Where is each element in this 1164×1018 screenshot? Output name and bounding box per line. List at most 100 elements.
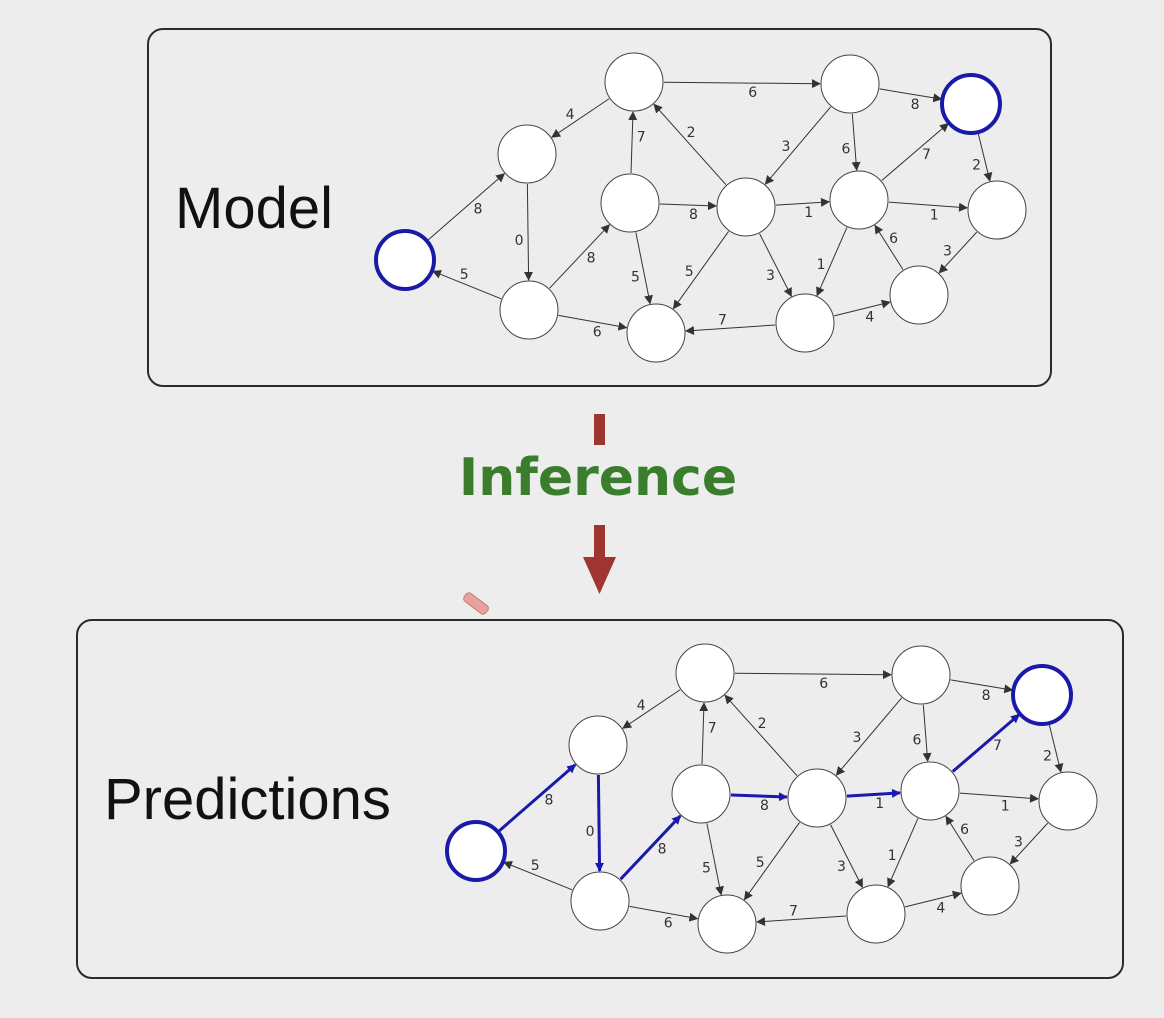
edge-label-C-F: 6 (593, 325, 602, 341)
nodes (374, 52, 1027, 363)
edge-G-F (743, 822, 800, 901)
edge-label-J-N: 1 (1001, 798, 1010, 814)
terminal-node-M (940, 73, 1002, 135)
edge-label-G-D: 2 (758, 716, 767, 732)
edge-M-N (977, 133, 993, 182)
edge-label-G-I: 3 (837, 859, 846, 875)
edge-label-K-G: 3 (781, 139, 790, 155)
edge-G-I (830, 824, 863, 889)
edge-J-M (951, 713, 1021, 773)
edge-J-N (959, 792, 1039, 803)
edge-J-N (888, 201, 968, 212)
graph-node-H (960, 856, 1020, 916)
graph-node-J (900, 761, 960, 821)
edge-I-F (756, 915, 847, 926)
edge-K-M (950, 679, 1014, 694)
edge-label-E-D: 7 (708, 721, 717, 737)
graph-node-N (1038, 771, 1098, 831)
edge-E-G (659, 201, 717, 211)
edge-label-K-G: 3 (852, 730, 861, 746)
graph-node-F (697, 894, 757, 954)
edge-label-J-M: 7 (993, 738, 1002, 754)
edge-label-K-M: 8 (982, 688, 991, 704)
terminal-node-A (445, 820, 507, 882)
edge-K-J (922, 704, 932, 762)
edge-G-I (759, 233, 792, 298)
edge-label-I-F: 7 (789, 904, 798, 920)
edge-label-D-K: 6 (819, 676, 828, 692)
edge-label-J-M: 7 (922, 147, 931, 163)
edge-label-J-N: 1 (930, 207, 939, 223)
graph-node-I (775, 293, 835, 353)
flow-arrow-top-bar (594, 414, 605, 445)
model-panel: Model (147, 28, 1052, 387)
edge-label-G-J: 1 (875, 796, 884, 812)
edge-label-I-H: 4 (936, 900, 945, 916)
inference-label: Inference (458, 448, 738, 508)
edge-C-A (502, 861, 573, 891)
edge-label-G-F: 5 (685, 264, 694, 280)
edge-label-E-D: 7 (637, 130, 646, 146)
graph-node-H (889, 265, 949, 325)
edge-label-C-A: 5 (460, 267, 469, 283)
edge-D-K (663, 79, 821, 89)
edge-C-E (549, 224, 611, 289)
edge-E-D (628, 111, 638, 174)
edge-label-J-I: 1 (888, 848, 897, 864)
edge-E-D (699, 702, 709, 765)
edge-K-J (851, 113, 861, 171)
edge-label-H-J: 6 (960, 822, 969, 838)
edge-label-G-I: 3 (766, 268, 775, 284)
edge-G-F (672, 231, 729, 310)
edge-D-B (622, 689, 681, 729)
edge-I-H (834, 299, 891, 317)
graph-node-E (671, 764, 731, 824)
edge-label-E-G: 8 (689, 207, 698, 223)
graph-node-N (967, 180, 1027, 240)
edge-G-J (775, 197, 830, 207)
edge-label-N-H: 3 (1014, 835, 1023, 851)
graph-node-D (675, 643, 735, 703)
edge-label-C-E: 8 (587, 250, 596, 266)
edge-K-G (764, 106, 832, 185)
edge-B-C (524, 183, 534, 281)
edge-K-M (879, 88, 943, 103)
edge-label-C-A: 5 (531, 858, 540, 874)
edge-G-J (846, 788, 901, 798)
edge-label-K-M: 8 (911, 97, 920, 113)
edge-label-M-N: 2 (1043, 748, 1052, 764)
graph-node-J (829, 170, 889, 230)
flow-arrow-bottom-shaft (594, 525, 605, 559)
edge-label-D-B: 4 (566, 107, 575, 123)
edge-H-J (945, 815, 975, 861)
graph-node-K (891, 645, 951, 705)
graph-node-K (820, 54, 880, 114)
edge-D-K (734, 670, 892, 680)
edge-label-M-N: 2 (972, 157, 981, 173)
graph-node-B (568, 715, 628, 775)
edge-label-B-C: 0 (515, 233, 524, 249)
edge-label-E-G: 8 (760, 798, 769, 814)
edge-C-F (629, 905, 699, 922)
edge-label-K-J: 6 (913, 732, 922, 748)
edge-label-E-F: 5 (702, 860, 711, 876)
graph-node-E (600, 173, 660, 233)
edge-N-H (938, 231, 978, 274)
edge-label-A-B: 8 (545, 792, 554, 808)
edge-I-F (685, 324, 776, 335)
edge-E-F (706, 823, 724, 896)
edge-C-A (431, 270, 502, 300)
edge-label-I-H: 4 (865, 309, 874, 325)
edge-J-I (816, 227, 848, 297)
model-title: Model (175, 176, 333, 241)
edge-label-B-C: 0 (586, 824, 595, 840)
edge-A-B (427, 173, 506, 241)
graph-node-G (716, 177, 776, 237)
terminal-node-M (1011, 664, 1073, 726)
edge-A-B (497, 763, 577, 833)
graph-node-I (846, 884, 906, 944)
